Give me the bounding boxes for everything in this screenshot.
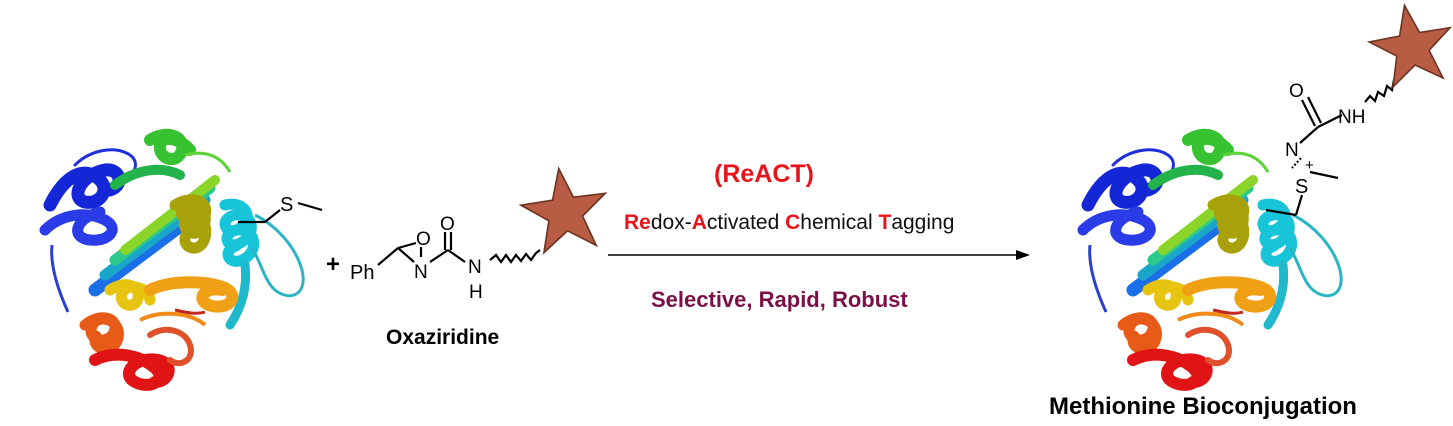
protein-structure-reactant xyxy=(45,135,303,385)
sulfimide-side-chain xyxy=(1265,75,1399,217)
product-nitrogen-label: N xyxy=(1285,140,1299,161)
amide-nitrogen-label: N xyxy=(468,257,482,278)
amide-hydrogen-label: H xyxy=(469,282,483,303)
methionine-side-chain xyxy=(238,201,323,224)
ring-nitrogen-label: N xyxy=(414,262,428,283)
protein-structure-product xyxy=(1083,135,1341,385)
sulfur-atom-label: S xyxy=(280,194,293,216)
reaction-properties: Selective, Rapid, Robust xyxy=(651,287,908,312)
star-tag-reagent-icon xyxy=(515,161,614,256)
oxaziridine-structure xyxy=(377,232,541,266)
carbonyl-oxygen-label: O xyxy=(440,214,455,235)
ring-oxygen-label: O xyxy=(416,229,431,250)
product-nh-label: NH xyxy=(1338,107,1365,128)
star-tag-product-icon xyxy=(1363,0,1453,91)
product-label: Methionine Bioconjugation xyxy=(1049,393,1357,420)
react-abbreviation: (ReACT) xyxy=(714,160,814,188)
phenyl-label: Ph xyxy=(350,262,374,284)
product-sulfur-charge: + xyxy=(1305,157,1314,174)
product-sulfur-label: S xyxy=(1295,176,1308,198)
plus-sign: + xyxy=(326,251,340,278)
product-oxygen-label: O xyxy=(1289,81,1304,102)
reagent-label: Oxaziridine xyxy=(386,326,500,349)
react-full-name: Redox-Activated Chemical Tagging xyxy=(624,211,955,234)
reaction-arrow xyxy=(608,250,1030,260)
